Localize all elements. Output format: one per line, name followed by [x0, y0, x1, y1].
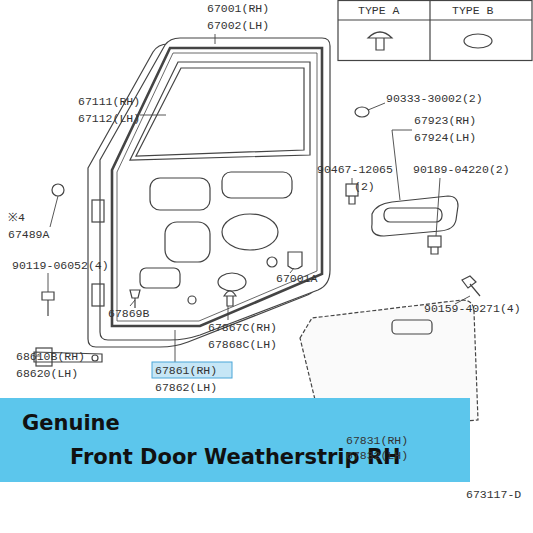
banner-text: Genuine: [22, 410, 456, 436]
part-number: (2): [354, 180, 375, 193]
part-number: 67924(LH): [414, 131, 476, 144]
part-number: 68620(LH): [16, 367, 78, 380]
part-number: 90333-30002(2): [386, 92, 483, 105]
part-number: 90119-06052(4): [12, 259, 109, 272]
part-number: 90189-04220(2): [413, 163, 510, 176]
part-number: 67489A: [8, 228, 49, 241]
part-number: 67869B: [108, 307, 149, 320]
part-number: 67831(RH): [346, 434, 408, 447]
part-number: 90467-12065: [317, 163, 393, 176]
part-number: 67001A: [276, 272, 317, 285]
part-number: 67002(LH): [207, 19, 269, 32]
note-mark: ※4: [8, 211, 25, 224]
part-number: 67832(LH): [346, 449, 408, 462]
part-number: 67867C(RH): [208, 321, 277, 334]
table-header: TYPE A: [358, 4, 399, 17]
drawing-code: 673117-D: [466, 488, 521, 501]
part-number: 67862(LH): [155, 381, 217, 394]
table-header: TYPE B: [452, 4, 493, 17]
part-number: 67861(RH): [155, 364, 217, 377]
part-number: 67112(LH): [78, 112, 140, 125]
part-number: 67001(RH): [207, 2, 269, 15]
part-number: 90159-40271(4): [424, 302, 521, 315]
part-number: 67111(RH): [78, 95, 140, 108]
part-number: 68610B(RH): [16, 350, 85, 363]
part-number: 67923(RH): [414, 114, 476, 127]
part-number: 67868C(LH): [208, 338, 277, 351]
